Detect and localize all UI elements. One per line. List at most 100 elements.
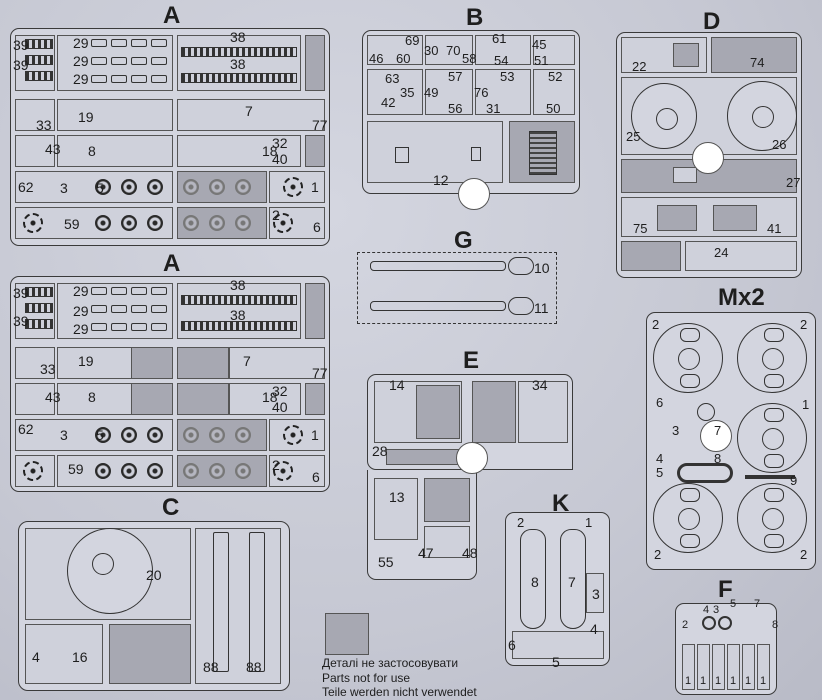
part-number: 43	[45, 141, 61, 157]
part-number: 1	[802, 397, 810, 412]
sprue-cell	[57, 135, 173, 167]
part-number: 9	[790, 473, 798, 488]
wheel-icon	[697, 403, 715, 421]
sprue-cell	[475, 35, 531, 65]
part-number: 1	[311, 179, 319, 195]
track-link-icon	[131, 39, 147, 47]
part-number: 29	[73, 35, 89, 51]
track-link-icon	[111, 39, 127, 47]
wheel-icon	[702, 616, 716, 630]
part-number: 29	[73, 303, 89, 319]
sprue-cell-not-used	[177, 347, 229, 379]
sprue-a-bottom	[10, 276, 330, 492]
hull-turret-plate-icon	[67, 528, 153, 614]
track-link-icon	[25, 319, 53, 329]
part-number: 18	[262, 143, 278, 159]
sprue-cell-not-used	[673, 43, 699, 67]
sprue-letter-g: G	[454, 227, 473, 254]
part-outline	[471, 147, 481, 161]
sprue-k	[505, 512, 610, 666]
wheel-icon	[121, 179, 137, 195]
part-number: 39	[13, 37, 29, 53]
sprue-letter-b: B	[466, 4, 484, 31]
sprue-hole	[456, 442, 488, 474]
part-number: 54	[494, 53, 509, 68]
sprue-cell	[25, 624, 103, 684]
part-number: 38	[230, 29, 246, 45]
part-number: 48	[462, 545, 478, 561]
sprue-cell	[533, 35, 575, 65]
part-number: 1	[730, 675, 737, 687]
wheel-icon	[209, 427, 225, 443]
sprue-cell-not-used	[177, 383, 229, 415]
part-number: 38	[230, 277, 246, 293]
part-number: 38	[230, 307, 246, 323]
part-number: 19	[78, 109, 94, 125]
wheel-icon	[183, 463, 199, 479]
sprue-cell	[742, 644, 755, 690]
part-number: 32	[272, 383, 288, 399]
track-link-icon	[151, 57, 167, 65]
part-number: 3	[672, 423, 680, 438]
part-number: 60	[396, 51, 411, 66]
part-number: 8	[772, 619, 779, 631]
part-number: 28	[372, 443, 388, 459]
sprue-cell	[673, 167, 697, 183]
part-number: 25	[626, 129, 641, 144]
part-number: 1	[760, 675, 767, 687]
track-link-icon	[25, 287, 53, 297]
wheel-icon	[235, 463, 251, 479]
sprue-cell-not-used	[109, 624, 191, 684]
track-link-icon	[111, 323, 127, 331]
track-link-icon	[91, 57, 107, 65]
part-number: 75	[633, 221, 648, 236]
part-number: 1	[585, 515, 593, 530]
legend-ua: Деталі не застосовувати	[322, 656, 459, 670]
track-link-icon	[131, 75, 147, 83]
part-number: 5	[96, 427, 104, 443]
track-run-icon	[181, 321, 297, 331]
track-link-icon	[151, 39, 167, 47]
part-number: 7	[754, 598, 761, 610]
sprue-cell	[374, 478, 418, 540]
part-number: 6	[312, 469, 320, 485]
idler-wheel-icon	[508, 257, 534, 275]
turret-ring-icon	[727, 81, 797, 151]
part-number: 1	[700, 675, 707, 687]
fender-part	[249, 532, 265, 672]
part-number: 33	[36, 117, 52, 133]
sprue-cell-not-used	[424, 478, 470, 522]
wheel-icon	[209, 179, 225, 195]
sprue-letter-f: F	[718, 576, 733, 603]
sprue-f	[675, 603, 777, 695]
part-number: 24	[714, 245, 729, 260]
sprue-cell	[475, 69, 531, 115]
part-number: 63	[385, 71, 400, 86]
fender-part	[213, 532, 229, 672]
part-number: 58	[462, 51, 477, 66]
part-number: 6	[313, 219, 321, 235]
part-number: 69	[405, 33, 420, 48]
sprue-cell	[621, 197, 797, 237]
part-number: 19	[78, 353, 94, 369]
part-number: 8	[714, 451, 722, 466]
part-number: 3	[60, 427, 68, 443]
part-number: 43	[45, 389, 61, 405]
sprue-cell-not-used	[416, 385, 460, 439]
part-number: 30	[424, 43, 439, 58]
part-number: 62	[18, 421, 34, 437]
part-number: 55	[378, 554, 394, 570]
sprue-letter-k: K	[552, 490, 570, 517]
sprocket-icon	[273, 213, 293, 233]
wheel-icon	[209, 463, 225, 479]
sprue-cell	[15, 99, 55, 131]
sprue-cell	[269, 455, 325, 487]
track-run-icon	[181, 73, 297, 83]
part-number: 2	[517, 515, 525, 530]
part-number: 29	[73, 71, 89, 87]
sprue-d	[616, 32, 802, 278]
part-number: 7	[568, 574, 576, 590]
track-run-icon	[181, 295, 297, 305]
part-number: 46	[369, 51, 384, 66]
